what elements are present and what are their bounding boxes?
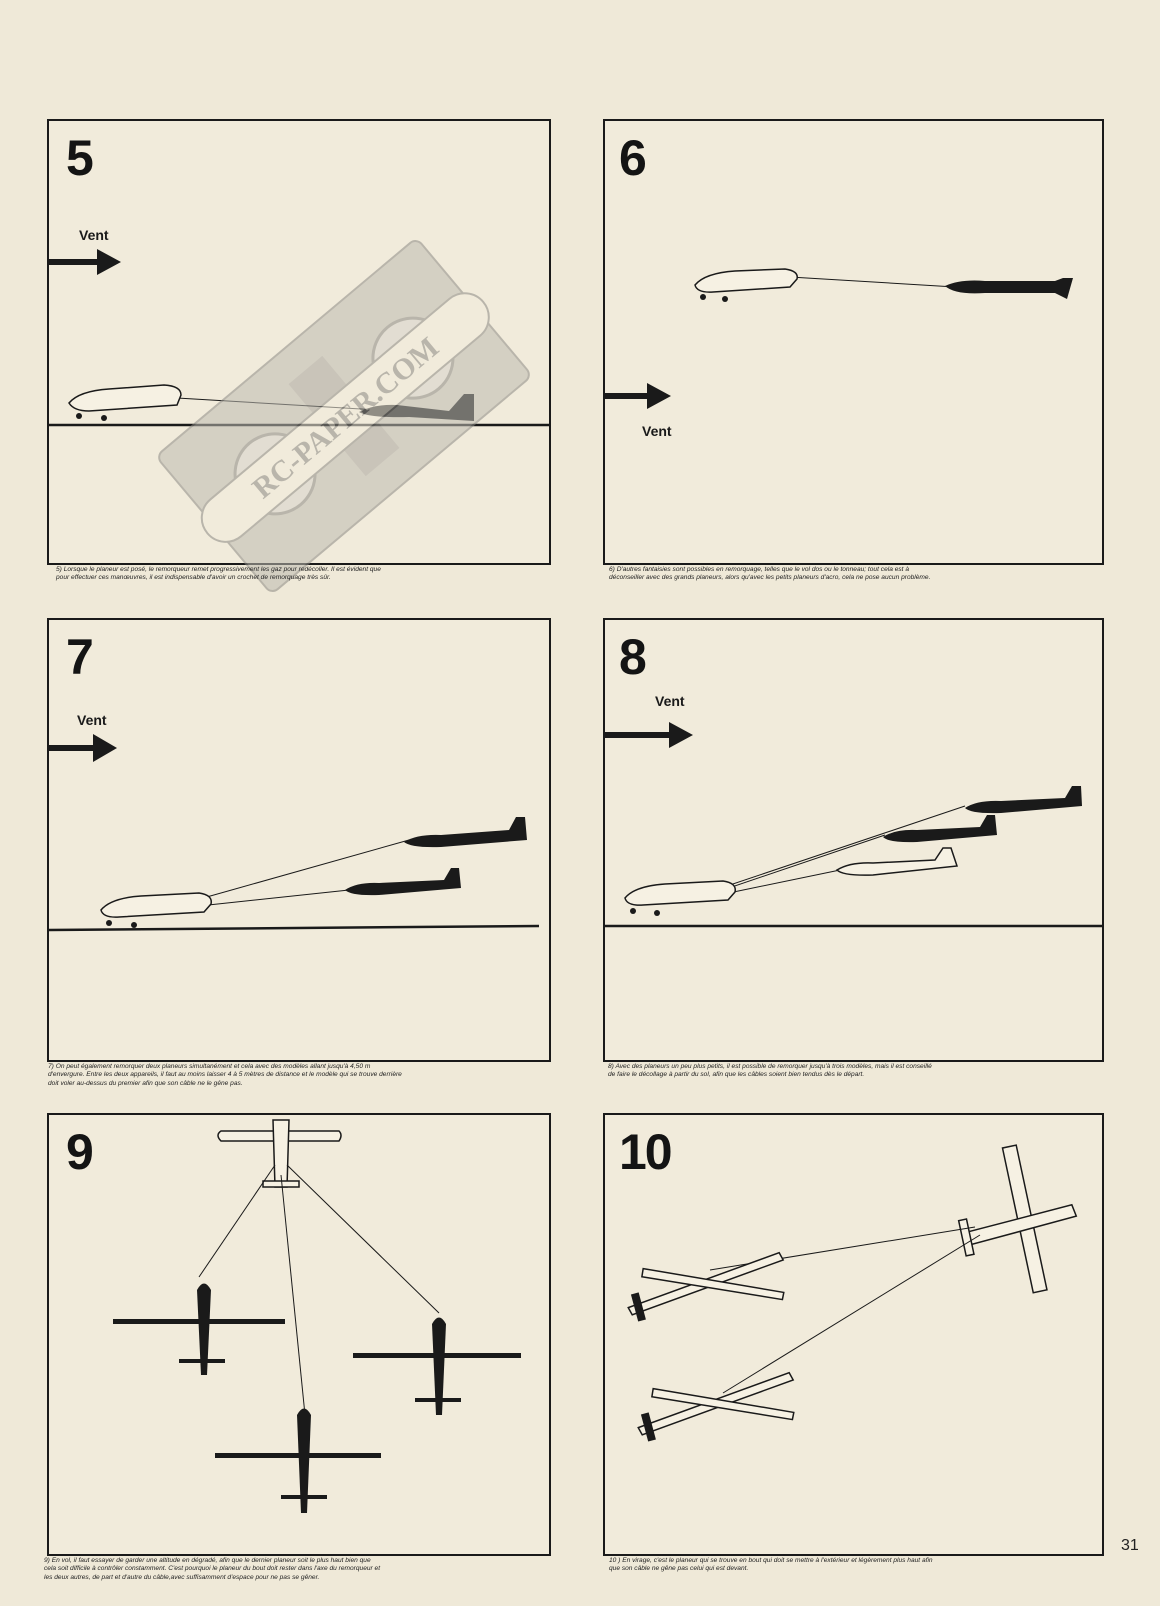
wind-arrow-icon [49,734,117,762]
caption: 8) Avec des planeurs un peu plus petits,… [608,1063,932,1079]
panel-6: 6 Vent [603,119,1104,565]
tow-plane-icon [624,880,736,916]
caption: 5) Lorsque le planeur est posé, le remor… [56,566,381,582]
tow-plane-icon [68,384,182,421]
glider-icon [637,1371,795,1442]
wind-label: Vent [79,227,109,243]
wind-arrow-icon [49,249,121,275]
glider-icon [345,868,461,896]
caption: 7) On peut également remorquer deux plan… [48,1063,402,1087]
tow-plane-icon [694,268,798,302]
wind-arrow-icon [605,722,693,748]
caption: 9) En vol, il faut essayer de garder une… [44,1557,381,1581]
panel-8: 8 Vent [603,618,1104,1062]
panel-number: 5 [66,130,94,186]
panel-7: 7 Vent [47,618,551,1062]
panel-number: 6 [619,130,647,186]
panel-8-illustration [605,722,1102,928]
panel-5: 5 Vent RC-PAPER.COM [47,119,551,592]
watermark-logo: RC-PAPER.COM [144,216,544,616]
panel-number: 9 [66,1124,94,1180]
panel-7-illustration [49,734,540,932]
glider-icon [353,1317,521,1415]
wind-label: Vent [655,693,685,709]
panel-10-illustration [627,1144,1078,1442]
panel-9-illustration [113,1119,521,1513]
glider-icon [883,815,997,843]
wind-arrow-icon [605,383,671,409]
panel-9: 9 [47,1113,551,1556]
wind-label: Vent [642,423,672,439]
panel-number: 7 [66,629,94,685]
panel-6-illustration [605,268,1073,409]
glider-icon [627,1251,785,1322]
wind-label: Vent [77,712,107,728]
tow-plane-icon [217,1119,342,1188]
glider-icon [404,817,527,848]
glider-icon [113,1283,285,1375]
tow-plane-icon [100,892,212,928]
glider-icon [945,278,1073,299]
caption: 6) D'autres fantaisies sont possibles en… [609,566,931,582]
panel-number: 10 [619,1124,673,1180]
panel-number: 8 [619,629,647,685]
page-number: 31 [1121,1537,1139,1554]
tow-plane-icon [957,1144,1078,1294]
glider-icon [965,786,1082,814]
panel-10: 10 [603,1113,1104,1556]
glider-icon [215,1408,381,1513]
glider-icon [835,847,959,876]
ground-line [49,924,540,932]
caption: 10 ) En virage, c'est le planeur qui se … [609,1557,933,1573]
